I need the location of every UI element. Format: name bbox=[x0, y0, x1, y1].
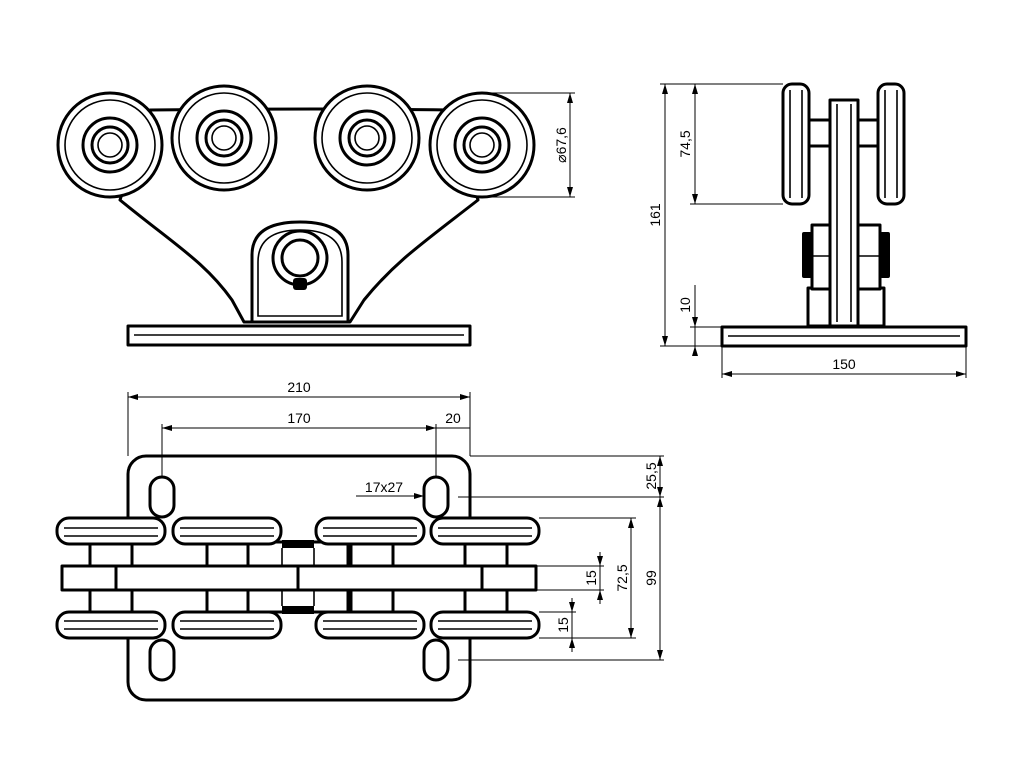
diameter-label: ⌀67,6 bbox=[553, 127, 569, 163]
gap-label-lower: 15 bbox=[555, 617, 571, 633]
overall-width-dimension: 99 bbox=[458, 497, 664, 661]
side-view: 161 74,5 10 150 bbox=[647, 82, 968, 378]
top-wheel-row-lower bbox=[55, 610, 541, 640]
slot-bottom-right bbox=[422, 638, 450, 682]
overall-length-dimension: 210 bbox=[127, 379, 471, 456]
front-roller-3 bbox=[313, 84, 421, 192]
gap-dimension-upper: 15 bbox=[536, 552, 604, 604]
diameter-dimension: ⌀67,6 bbox=[482, 92, 575, 198]
roller-height-label: 74,5 bbox=[677, 130, 693, 157]
wheel-span-label: 72,5 bbox=[614, 564, 630, 591]
hole-offset-dimension: 20 bbox=[436, 410, 470, 429]
hole-offset-label: 20 bbox=[445, 410, 461, 426]
slot-top-left bbox=[148, 475, 176, 519]
front-roller-4 bbox=[428, 91, 536, 199]
gap-label-upper: 15 bbox=[583, 570, 599, 586]
slot-size-dimension: 17x27 bbox=[356, 479, 424, 499]
side-center-post bbox=[828, 98, 860, 328]
edge-offset-dimension: 25,5 bbox=[458, 455, 664, 498]
plate-width-label: 150 bbox=[832, 356, 856, 372]
slot-size-label: 17x27 bbox=[365, 479, 403, 495]
front-view: ⌀67,6 bbox=[56, 84, 575, 347]
top-wheel-row-upper bbox=[55, 516, 541, 546]
height-dimension: 161 bbox=[647, 83, 783, 347]
height-label: 161 bbox=[647, 203, 663, 227]
front-roller-1 bbox=[56, 91, 164, 199]
top-view: 210 170 20 17x27 25,5 bbox=[55, 379, 664, 702]
overall-length-label: 210 bbox=[287, 379, 311, 395]
slot-bottom-left bbox=[148, 638, 176, 682]
hole-spacing-label: 170 bbox=[287, 410, 311, 426]
roller-height-dimension: 74,5 bbox=[677, 84, 783, 205]
slot-top-right bbox=[422, 475, 450, 519]
side-roller-left bbox=[781, 82, 811, 206]
side-roller-right bbox=[876, 82, 906, 206]
plate-thickness-label: 10 bbox=[677, 297, 693, 313]
gap-dimension-lower: 15 bbox=[539, 598, 576, 652]
plate-thickness-dimension: 10 bbox=[677, 285, 722, 356]
plate-width-dimension: 150 bbox=[721, 346, 967, 378]
edge-offset-label: 25,5 bbox=[643, 462, 659, 489]
front-roller-2 bbox=[170, 84, 278, 192]
hole-spacing-dimension: 170 bbox=[161, 410, 437, 478]
overall-width-label: 99 bbox=[643, 570, 659, 586]
